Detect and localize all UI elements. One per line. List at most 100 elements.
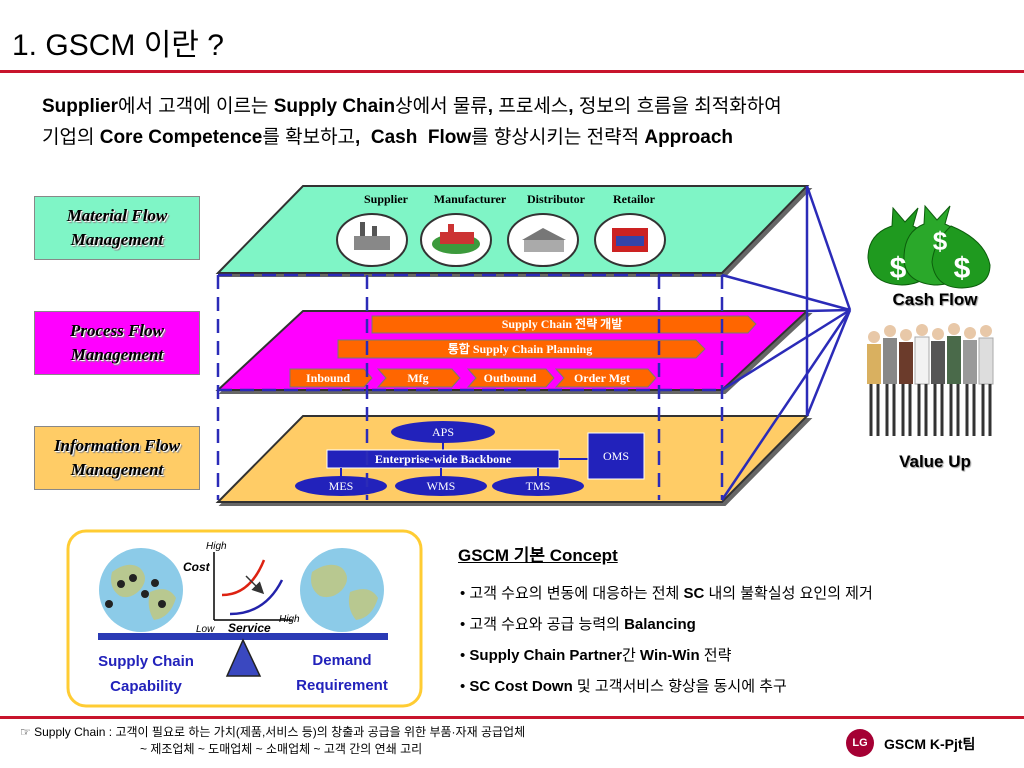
dollar-sign-2: $ bbox=[933, 226, 948, 256]
subtitle-comma: , bbox=[487, 96, 499, 117]
footnote-line-2: ~ 제조업체 ~ 도매업체 ~ 소매업체 ~ 고객 간의 연쇄 고리 bbox=[140, 742, 423, 756]
footer-divider bbox=[0, 716, 1024, 719]
footnote-line-1: ☞ Supply Chain : 고객이 필요로 하는 가치(제품,서비스 등)… bbox=[20, 725, 526, 739]
concept-item: • 고객 수요의 변동에 대응하는 전체 SC 내의 불확실성 요인의 제거 bbox=[460, 582, 873, 613]
oms-label: OMS bbox=[603, 449, 629, 463]
wms-node: WMS bbox=[395, 476, 487, 496]
process-flow-label: Process Flow Management bbox=[34, 311, 200, 375]
party-manufacturer: Manufacturer bbox=[434, 192, 507, 206]
concept-text: • 고객 수요와 공급 능력의 bbox=[460, 616, 625, 633]
customers-group-icon bbox=[867, 323, 994, 436]
dollar-sign-1: $ bbox=[890, 252, 907, 285]
concept-text: • 고객 수요의 변동에 대응하는 전체 bbox=[460, 585, 684, 602]
step-inbound-label: Inbound bbox=[306, 371, 350, 385]
supply-chain-footnote: ☞ Supply Chain : 고객이 필요로 하는 가치(제품,서비스 등)… bbox=[20, 724, 525, 758]
service-axis-high: High bbox=[279, 614, 300, 625]
right-globe-icon bbox=[300, 548, 384, 632]
subtitle-line-1: Supplier에서 고객에 이르는 Supply Chain상에서 물류, 프… bbox=[42, 91, 1002, 122]
backbone-bar: Enterprise-wide Backbone bbox=[326, 449, 560, 469]
process-flow-label-text: Process Flow Management bbox=[70, 321, 164, 364]
subtitle-line-2: 기업의 Core Competence를 확보하고, Cash Flow를 향상… bbox=[42, 122, 1002, 153]
money-bags-icon: $ $ $ bbox=[867, 204, 991, 289]
subtitle-comma: , bbox=[355, 127, 371, 148]
cash-flow-label: Cash Flow bbox=[892, 290, 978, 309]
concept-list: • 고객 수요의 변동에 대응하는 전체 SC 내의 불확실성 요인의 제거 •… bbox=[460, 582, 873, 706]
lg-logo-icon: LG bbox=[846, 729, 874, 757]
strategy-arrow-label: Supply Chain 전략 개발 bbox=[502, 316, 623, 331]
step-order-mgt: Order Mgt bbox=[554, 368, 657, 388]
step-outbound: Outbound bbox=[466, 368, 555, 388]
subtitle-comma: , bbox=[568, 96, 579, 117]
planning-arrow-label: 통합 Supply Chain Planning bbox=[448, 341, 592, 356]
page-title: 1. GSCM 이란 ? bbox=[12, 29, 224, 62]
concept-text: 전략 bbox=[699, 647, 732, 664]
cost-service-graph bbox=[213, 552, 292, 621]
subtitle-text: 를 향상시키는 전략적 bbox=[471, 127, 645, 148]
retailor-facility-icon bbox=[594, 213, 666, 267]
service-axis-label: Service bbox=[228, 621, 271, 635]
supplier-facility-icon bbox=[336, 213, 408, 267]
concept-term: Supply Chain Partner bbox=[469, 647, 622, 664]
cost-axis-label: Cost bbox=[183, 560, 211, 574]
balance-fulcrum bbox=[225, 638, 262, 677]
subtitle-text: 기업의 bbox=[42, 127, 100, 148]
concept-title: GSCM 기본 Concept bbox=[458, 546, 618, 565]
step-outbound-label: Outbound bbox=[484, 371, 537, 385]
dollar-sign-3: $ bbox=[954, 252, 971, 285]
subtitle-text: 를 확보하고 bbox=[262, 127, 356, 148]
oms-node: OMS bbox=[587, 432, 645, 480]
subtitle-term: Supplier bbox=[42, 96, 119, 117]
step-mfg: Mfg bbox=[376, 368, 461, 388]
concept-item: • Supply Chain Partner간 Win-Win 전략 bbox=[460, 644, 873, 675]
strategy-arrow: Supply Chain 전략 개발 bbox=[371, 315, 757, 334]
party-supplier: Supplier bbox=[364, 192, 409, 206]
information-flow-label: Information Flow Management bbox=[34, 426, 200, 490]
left-globe-icon bbox=[99, 548, 183, 632]
subtitle-text: 정보의 흐름을 최적화하여 bbox=[578, 96, 782, 117]
concept-item: • 고객 수요와 공급 능력의 Balancing bbox=[460, 613, 873, 644]
supply-chain-capability-line2: Capability bbox=[110, 678, 182, 695]
subtitle-text: 에서 고객에 이르는 bbox=[118, 96, 274, 117]
demand-requirement-line2: Requirement bbox=[296, 677, 388, 694]
demand-requirement-line1: Demand bbox=[312, 652, 371, 669]
mes-node: MES bbox=[295, 476, 387, 496]
concept-item: • SC Cost Down 및 고객서비스 향상을 동시에 추구 bbox=[460, 675, 873, 706]
concept-term: SC bbox=[683, 585, 705, 602]
subtitle-text: 프로세스 bbox=[498, 96, 569, 117]
concept-term: Balancing bbox=[624, 616, 696, 633]
step-mfg-label: Mfg bbox=[407, 371, 428, 385]
subtitle-term: Approach bbox=[644, 127, 734, 148]
aps-label: APS bbox=[432, 425, 454, 439]
outcome-connectors bbox=[720, 185, 852, 501]
concept-text: 간 bbox=[621, 647, 640, 664]
manufacturer-facility-icon bbox=[420, 213, 492, 267]
party-retailor: Retailor bbox=[613, 192, 656, 206]
subtitle-term: Cash Flow bbox=[370, 127, 472, 148]
tms-label: TMS bbox=[526, 479, 551, 493]
concept-term: SC Cost Down bbox=[469, 678, 573, 695]
information-flow-label-text: Information Flow Management bbox=[53, 436, 181, 479]
mes-label: MES bbox=[329, 479, 354, 493]
title-divider bbox=[0, 70, 1024, 73]
material-flow-label-text: Material Flow Management bbox=[66, 206, 168, 249]
step-inbound: Inbound bbox=[289, 368, 373, 388]
value-up-label: Value Up bbox=[899, 452, 971, 471]
balance-beam bbox=[98, 633, 388, 640]
concept-text: • bbox=[460, 647, 470, 664]
distributor-facility-icon bbox=[507, 213, 579, 267]
party-distributor: Distributor bbox=[527, 192, 586, 206]
subtitle-text: 상에서 물류 bbox=[395, 96, 488, 117]
cost-axis-high: High bbox=[206, 541, 227, 552]
material-flow-label: Material Flow Management bbox=[34, 196, 200, 260]
concept-term: Win-Win bbox=[639, 647, 700, 664]
supply-chain-capability-line1: Supply Chain bbox=[98, 653, 194, 670]
tms-node: TMS bbox=[492, 476, 584, 496]
wms-label: WMS bbox=[427, 479, 456, 493]
page-subtitle: Supplier에서 고객에 이르는 Supply Chain상에서 물류, 프… bbox=[42, 91, 1002, 153]
planning-arrow: 통합 Supply Chain Planning bbox=[337, 339, 706, 359]
aps-node: APS bbox=[391, 421, 495, 443]
backbone-label: Enterprise-wide Backbone bbox=[375, 452, 512, 466]
concept-text: • bbox=[460, 678, 470, 695]
step-order-mgt-label: Order Mgt bbox=[574, 371, 630, 385]
